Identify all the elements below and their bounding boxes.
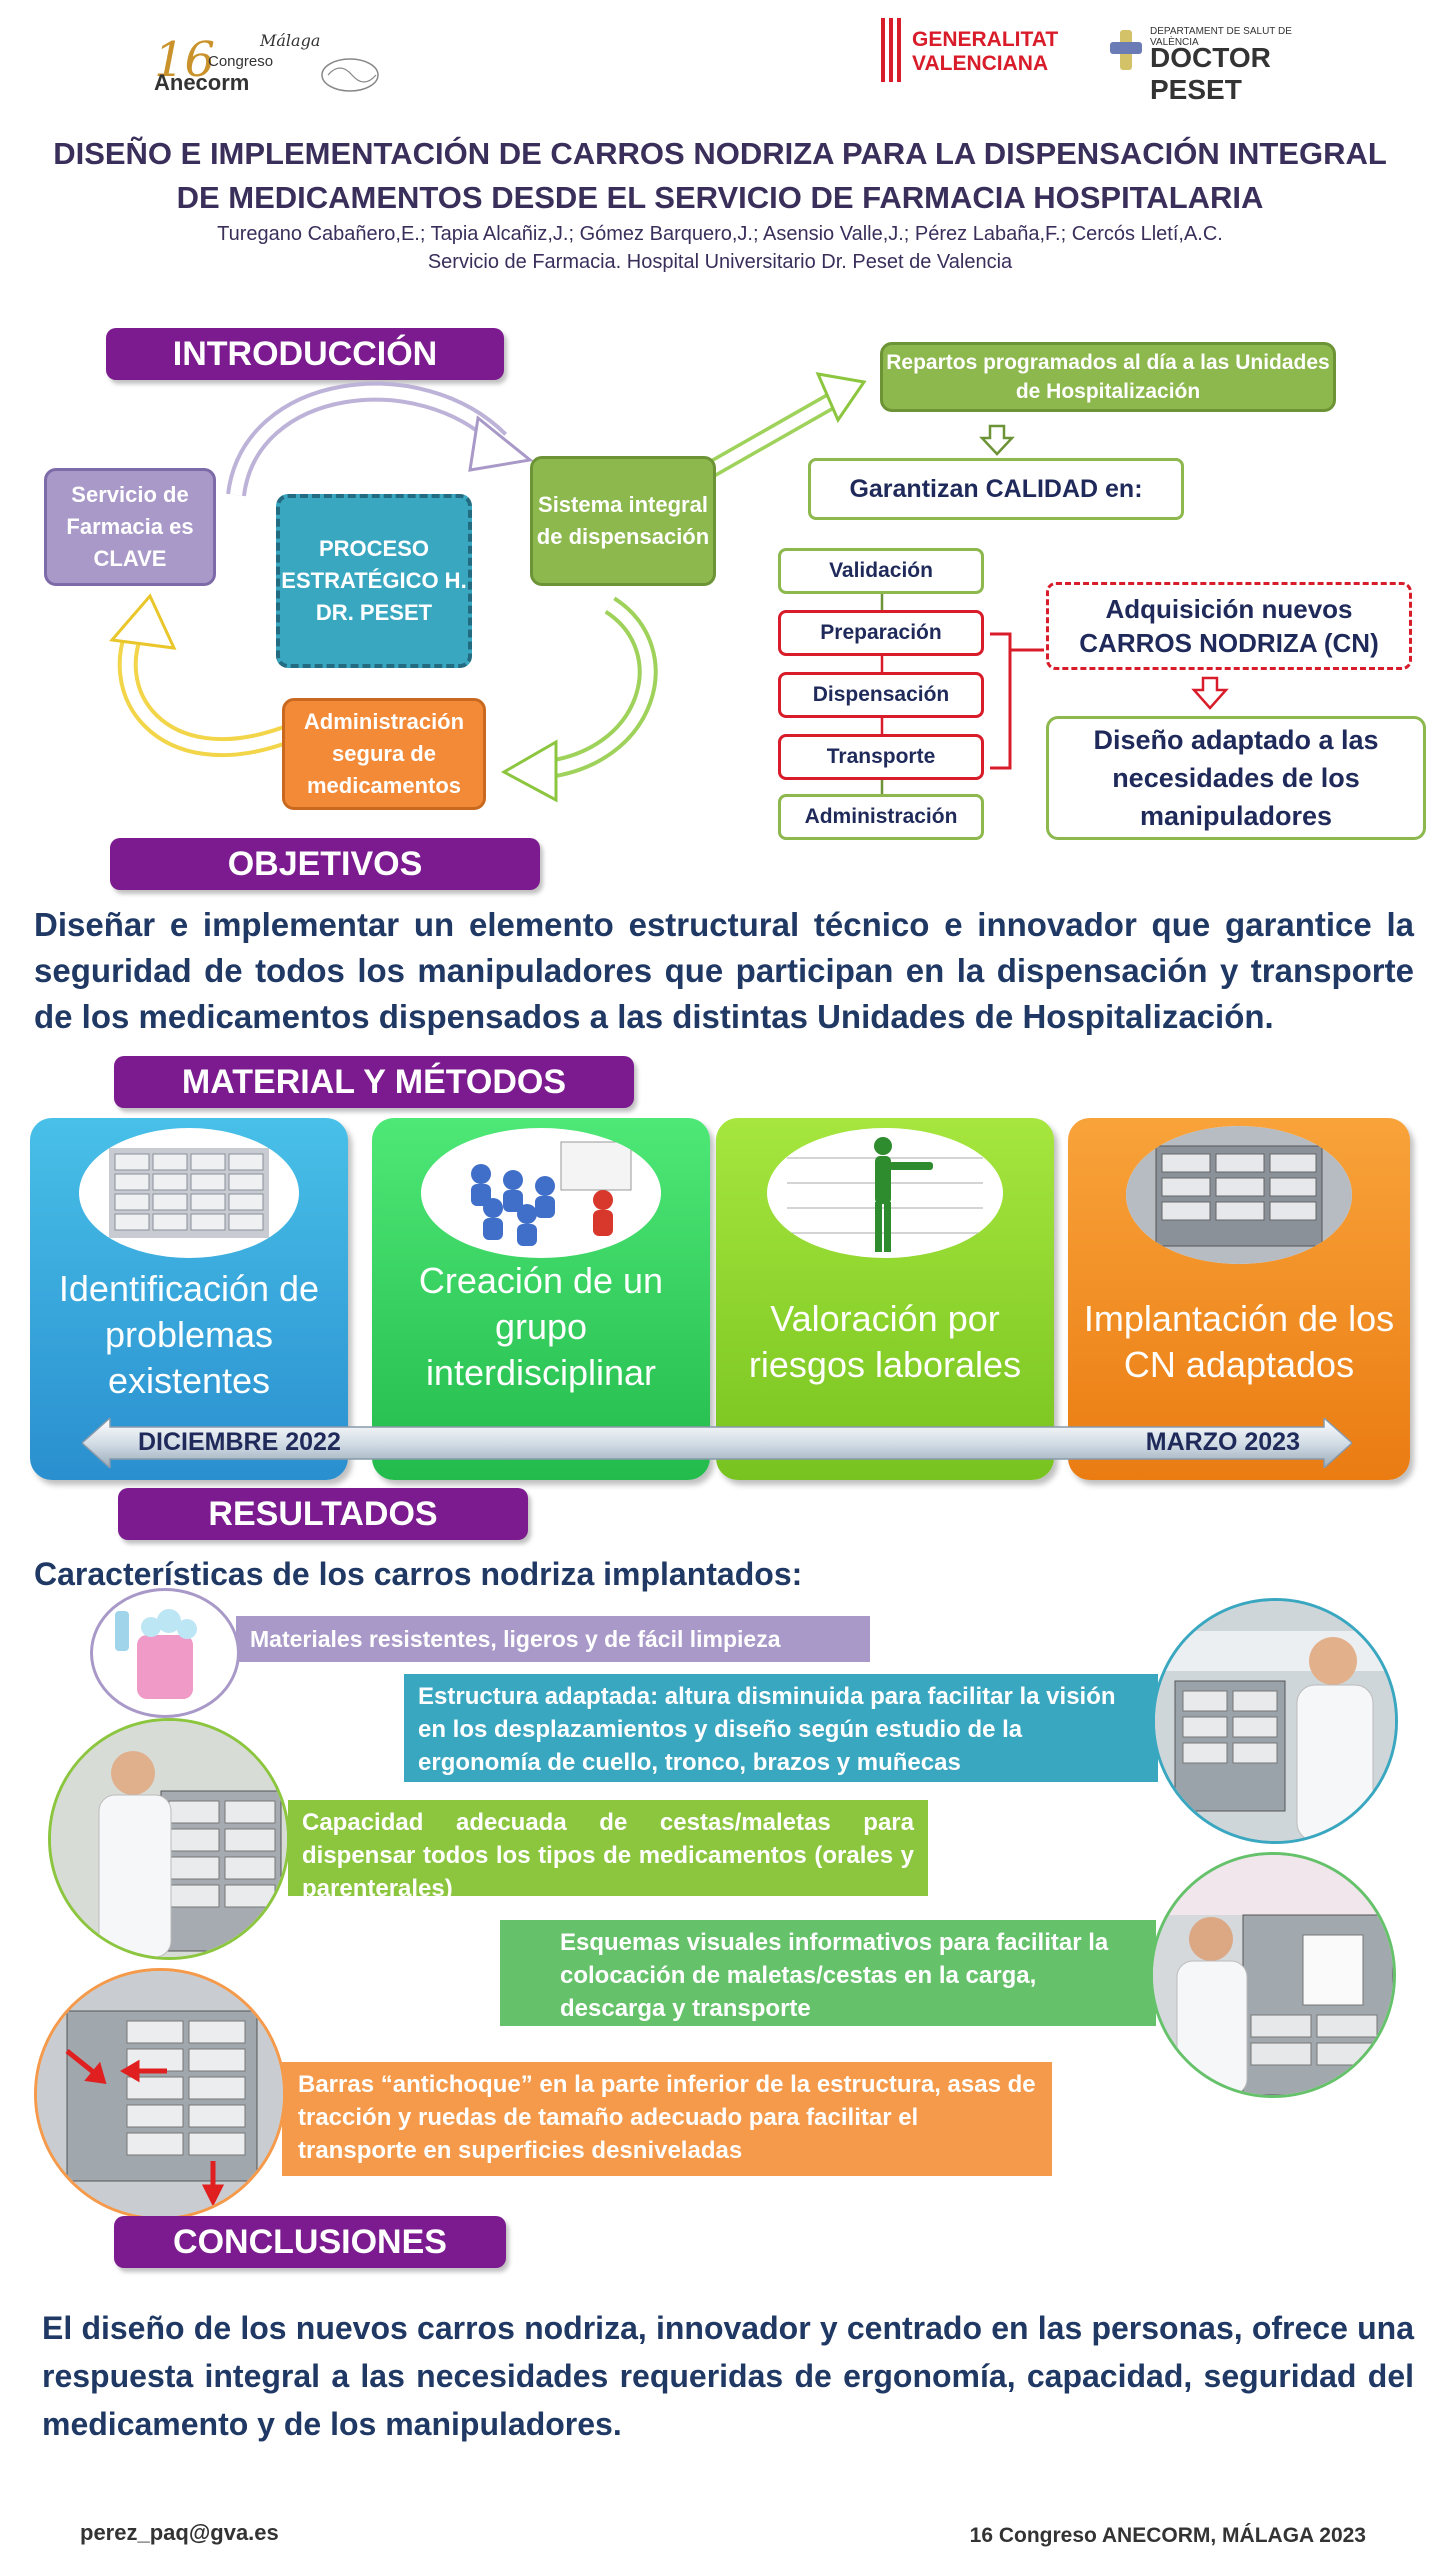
step-administracion: Administración (778, 794, 984, 840)
method-label-implantacion: Implantación de los CN adaptados (1083, 1298, 1395, 1385)
authors-block: Turegano Cabañero,E.; Tapia Alcañiz,J.; … (40, 220, 1400, 276)
worker-with-cart-scheme-photo (1150, 1852, 1396, 2098)
peset-logo-subtitle: DEPARTAMENT DE SALUT DE VALÈNCIA (1150, 26, 1292, 48)
objetivos-text: Diseñar e implementar un elemento estruc… (34, 906, 1414, 1035)
poster-title: DISEÑO E IMPLEMENTACIÓN DE CARROS NODRIZ… (53, 136, 1387, 215)
conclusiones-text: El diseño de los nuevos carros nodriza, … (42, 2310, 1414, 2442)
ergonomic-posture-image (767, 1128, 1003, 1258)
svg-text:Anecorm: Anecorm (154, 70, 249, 95)
method-card-grupo: Creación de un grupo interdisciplinar (372, 1118, 710, 1480)
anecorm-logo-number: 16 (154, 32, 215, 88)
svg-text:Málaga: Málaga (259, 31, 320, 50)
doctor-peset-logo: DEPARTAMENT DE SALUT DE VALÈNCIA DOCTOR … (1108, 22, 1328, 105)
administracion-segura-box: Administración segura de medicamentos (282, 698, 486, 810)
cart-antishock-bars-photo (34, 1968, 286, 2220)
sistema-integral-box: Sistema integral de dispensación (530, 456, 716, 586)
method-card-implantacion: Implantación de los CN adaptados (1068, 1118, 1410, 1480)
method-card-riesgos: Valoración por riesgos laborales (716, 1118, 1054, 1480)
worker-pushing-cart-photo (1152, 1598, 1398, 1844)
section-header-conclusiones: CONCLUSIONES (114, 2216, 506, 2268)
method-label-riesgos: Valoración por riesgos laborales (748, 1298, 1022, 1385)
repartos-box: Repartos programados al día a las Unidad… (880, 342, 1336, 412)
authors: Turegano Cabañero,E.; Tapia Alcañiz,J.; … (217, 223, 1223, 245)
basket-rack-image (79, 1128, 299, 1258)
peset-logo-title: DOCTOR PESET (1150, 42, 1271, 105)
intro-cycle-arrows (109, 372, 1229, 803)
generalitat-valenciana-logo: GENERALITAT VALENCIANA (878, 14, 1078, 90)
timeline-end: MARZO 2023 (1145, 1428, 1300, 1456)
result-item-barras: Barras “antichoque” en la parte inferior… (282, 2062, 1052, 2176)
resultados-subtitle: Características de los carros nodriza im… (34, 1556, 803, 1592)
section-header-resultados: RESULTADOS (118, 1488, 528, 1540)
method-label-identificacion: Identificación de problemas existentes (58, 1268, 320, 1401)
garantizan-calidad-box: Garantizan CALIDAD en: (808, 458, 1184, 520)
adquisicion-cn-box: Adquisición nuevos CARROS NODRIZA (CN) (1046, 582, 1412, 670)
result-item-esquemas: Esquemas visuales informativos para faci… (500, 1920, 1156, 2026)
method-card-identificacion: Identificación de problemas existentes (30, 1118, 348, 1480)
svg-text:Congreso: Congreso (208, 53, 273, 70)
timeline-arrow: DICIEMBRE 2022 MARZO 2023 (82, 1418, 1352, 1468)
result-item-capacidad: Capacidad adecuada de cestas/maletas par… (288, 1800, 928, 1902)
nodriza-cart-image (1126, 1126, 1352, 1264)
step-transporte: Transporte (778, 734, 984, 780)
step-preparacion: Preparación (778, 610, 984, 656)
gva-shield-icon (878, 16, 904, 84)
event-footer: 16 Congreso ANECORM, MÁLAGA 2023 (969, 2524, 1366, 2547)
result-item-materiales: Materiales resistentes, ligeros y de fác… (236, 1616, 870, 1662)
gva-logo-text: GENERALITAT VALENCIANA (912, 28, 1059, 75)
peset-cross-icon (1108, 28, 1144, 72)
timeline-start: DICIEMBRE 2022 (138, 1428, 341, 1456)
result-item-estructura: Estructura adaptada: altura disminuida p… (404, 1674, 1158, 1782)
section-header-material-metodos: MATERIAL Y MÉTODOS (114, 1056, 634, 1108)
cleaning-products-image (90, 1588, 240, 1718)
worker-loading-cart-photo (48, 1718, 290, 1960)
step-dispensacion: Dispensación (778, 672, 984, 718)
contact-email[interactable]: perez_paq@gva.es (80, 2520, 279, 2545)
affiliation: Servicio de Farmacia. Hospital Universit… (427, 251, 1013, 273)
servicio-farmacia-box: Servicio de Farmacia es CLAVE (44, 468, 216, 586)
step-validacion: Validación (778, 548, 984, 594)
team-meeting-image (421, 1128, 661, 1258)
proceso-estrategico-box: PROCESO ESTRATÉGICO H. DR. PESET (276, 494, 472, 668)
method-label-grupo: Creación de un grupo interdisciplinar (418, 1260, 664, 1393)
diseno-adaptado-box: Diseño adaptado a las necesidades de los… (1046, 716, 1426, 840)
anecorm-logo: 16 Málaga Congreso Anecorm (150, 20, 390, 100)
section-header-objetivos: OBJETIVOS (110, 838, 540, 890)
section-header-introduccion: INTRODUCCIÓN (106, 328, 504, 380)
